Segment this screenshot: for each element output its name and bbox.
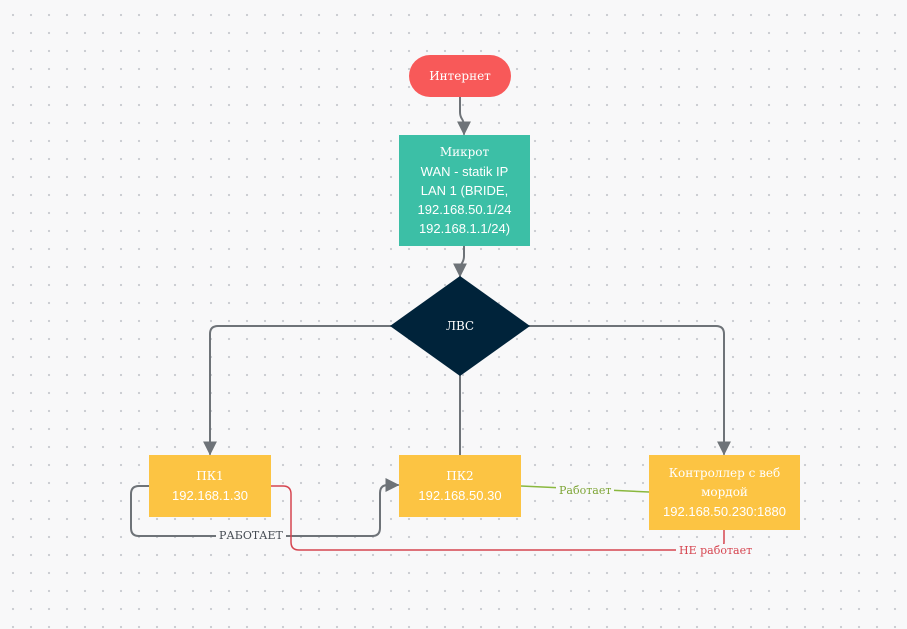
pc2-title: ПК2: [446, 469, 474, 483]
router-line-subnet-50: 192.168.50.1/24: [417, 202, 512, 217]
controller-node[interactable]: Контроллер с веб мордой 192.168.50.230:1…: [649, 455, 800, 530]
internet-label: Интернет: [429, 68, 491, 83]
router-node[interactable]: Микрот WAN - statik IP LAN 1 (BRIDE, 192…: [399, 135, 530, 246]
edge-mikrot-lan[interactable]: [453, 245, 467, 278]
edge-label-pc1-pc2: РАБОТАЕТ: [216, 529, 286, 542]
pc1-node[interactable]: ПК1 192.168.1.30: [149, 455, 271, 517]
controller-title: Контроллер с веб: [668, 466, 781, 480]
router-line-subnet-1: 192.168.1.1/24): [418, 221, 511, 236]
internet-node[interactable]: Интернет: [409, 55, 511, 97]
pc1-title: ПК1: [196, 469, 224, 483]
pc2-ip: 192.168.50.30: [418, 488, 502, 503]
pc1-ip: 192.168.1.30: [172, 488, 248, 503]
router-title: Микрот: [439, 145, 490, 159]
router-line-wan: WAN - statik IP: [420, 164, 509, 179]
controller-ip: 192.168.50.230:1880: [663, 504, 786, 519]
controller-subtitle: мордой: [701, 485, 748, 499]
edge-label-pc2-controller: Работает: [556, 484, 615, 497]
pc2-node[interactable]: ПК2 192.168.50.30: [399, 455, 521, 517]
edge-lan-pc1[interactable]: [203, 325, 392, 456]
router-line-lan: LAN 1 (BRIDE,: [420, 183, 509, 198]
lan-label: ЛВС: [445, 318, 474, 333]
lan-diamond[interactable]: [390, 276, 530, 376]
edge-lan-controller[interactable]: [528, 325, 731, 456]
edge-label-pc1-controller: НЕ работает: [676, 544, 756, 557]
edge-internet-mikrot[interactable]: [457, 96, 471, 136]
